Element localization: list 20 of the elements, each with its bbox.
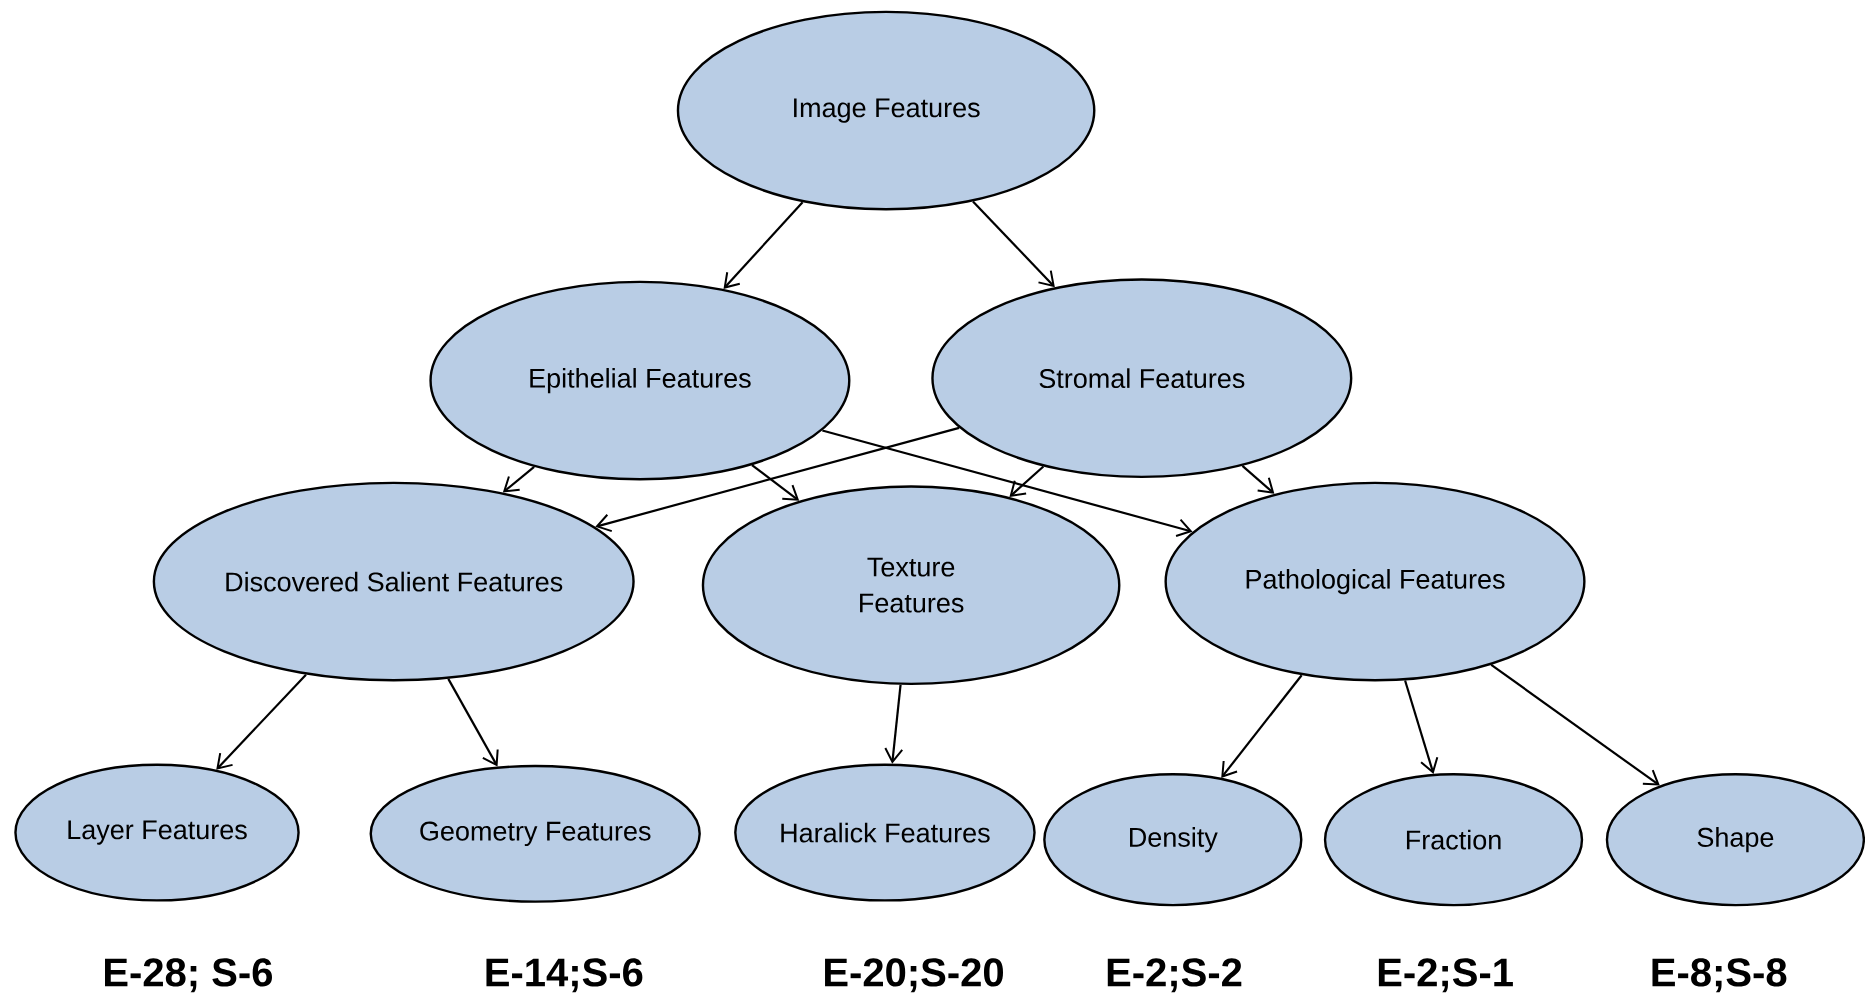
arrow <box>1404 680 1439 774</box>
count-label: E-8;S-8 <box>1652 958 1787 993</box>
arrow <box>884 684 904 764</box>
arrow <box>972 200 1055 288</box>
arrow <box>1490 663 1660 786</box>
arrow <box>1221 674 1303 778</box>
arrow <box>1241 465 1275 494</box>
count-label: E-2;S-1 <box>1378 958 1513 993</box>
count-label: E-20;S-20 <box>825 958 1003 993</box>
arrow <box>751 464 800 501</box>
arrow <box>216 673 307 770</box>
count-label: E-14;S-6 <box>486 958 643 993</box>
arrow <box>595 426 960 533</box>
arrow <box>502 466 535 493</box>
arrow <box>822 429 1193 537</box>
arrow <box>1009 465 1045 497</box>
arrow <box>723 201 804 289</box>
arrow <box>447 678 499 767</box>
count-label: E-28; S-6 <box>105 958 272 993</box>
count-label: E-2;S-2 <box>1107 958 1242 993</box>
